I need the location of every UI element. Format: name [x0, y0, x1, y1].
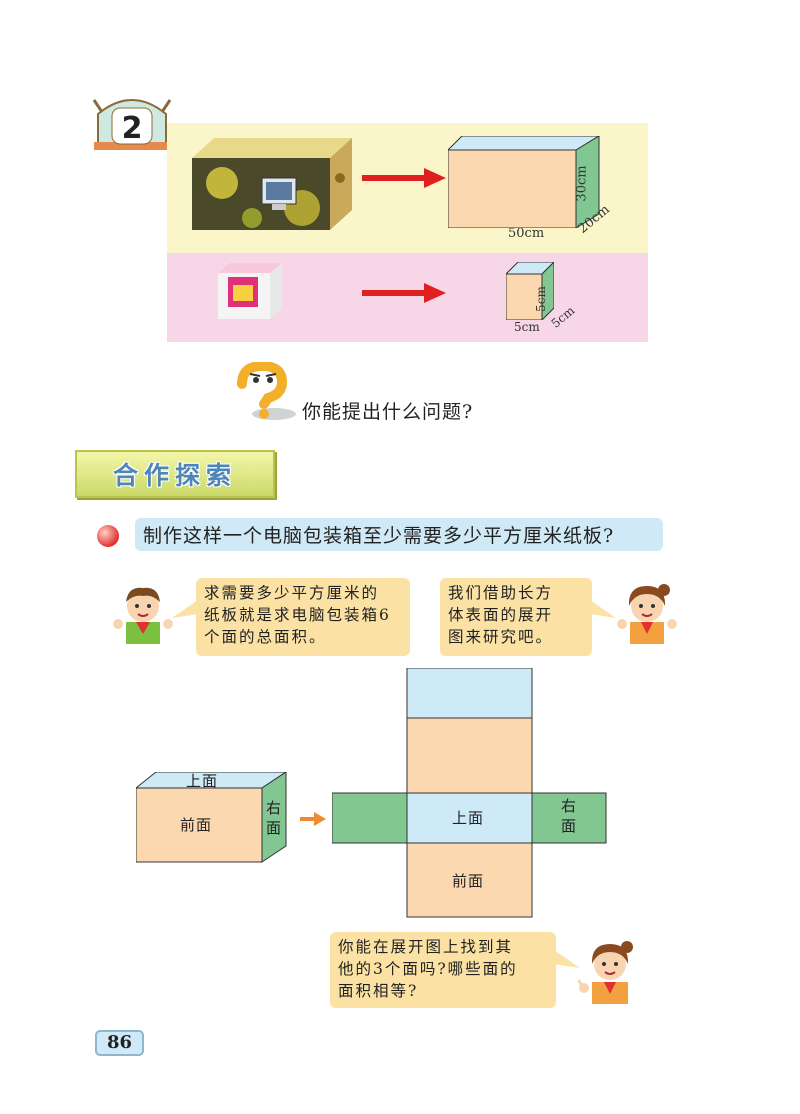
cuboid-front-label: 前面	[180, 816, 213, 834]
computer-box-picture	[192, 138, 352, 230]
bubble-line: 求需要多少平方厘米的	[204, 584, 380, 602]
girl-character-pointing	[578, 941, 633, 1004]
question-prompt: 你能提出什么问题?	[302, 401, 474, 423]
cuboid-top-label: 上面	[186, 772, 219, 790]
bubble-line: 个面的总面积。	[204, 628, 327, 646]
page-number: 86	[95, 1030, 144, 1056]
task-question-text: 制作这样一个电脑包装箱至少需要多少平方厘米纸板?	[143, 525, 615, 547]
bubble-line: 我们借助长方	[448, 584, 554, 602]
bubble-tail	[590, 600, 616, 618]
bubble-tail	[554, 950, 580, 968]
cuboid-right-label: 右面	[265, 799, 282, 837]
net-right-label-line: 右	[560, 797, 577, 815]
bubble-line: 面积相等?	[338, 982, 419, 1000]
small-box-height-label: 5cm	[533, 286, 548, 312]
girl-speech-bubble: 我们借助长方 体表面的展开 图来研究吧。	[440, 578, 592, 656]
net-top-label: 上面	[452, 809, 485, 827]
net-right-label: 右 面	[558, 796, 580, 836]
large-box-diagram	[448, 136, 600, 228]
large-box-length-label: 50cm	[508, 226, 545, 241]
bubble-line: 图来研究吧。	[448, 628, 554, 646]
section-banner: 合作探索	[75, 450, 275, 498]
bubble-line: 体表面的展开	[448, 606, 554, 624]
section-number-badge: 2	[92, 99, 172, 150]
small-box-diagram	[506, 262, 554, 320]
banner-title: 合作探索	[112, 461, 237, 490]
task-question: 制作这样一个电脑包装箱至少需要多少平方厘米纸板?	[135, 518, 663, 551]
large-box-height-label: 30cm	[574, 165, 590, 202]
small-box-length-label: 5cm	[514, 320, 540, 334]
net-right-label-line: 面	[560, 817, 577, 835]
bubble-line: 你能在展开图上找到其	[338, 938, 514, 956]
tissue-box-picture	[218, 263, 282, 319]
arrow-right-icon	[300, 812, 326, 826]
boy-speech-bubble: 求需要多少平方厘米的 纸板就是求电脑包装箱6 个面的总面积。	[196, 578, 410, 656]
bubble-line: 纸板就是求电脑包装箱6	[204, 606, 391, 624]
bubble-tail	[172, 600, 198, 618]
arrow-right-icon	[362, 283, 446, 303]
cuboid-diagram	[136, 772, 287, 863]
girl-character	[617, 584, 677, 644]
section-number: 2	[122, 111, 143, 146]
cuboid-net-diagram	[332, 668, 607, 918]
question-mark-icon	[237, 362, 296, 420]
boy-character	[113, 587, 173, 644]
bullet-icon	[97, 525, 119, 547]
bubble-line: 他的3个面吗?哪些面的	[338, 960, 518, 978]
arrow-right-icon	[362, 168, 446, 188]
net-front-label: 前面	[452, 872, 485, 890]
girl-speech-bubble-bottom: 你能在展开图上找到其 他的3个面吗?哪些面的 面积相等?	[330, 932, 556, 1008]
